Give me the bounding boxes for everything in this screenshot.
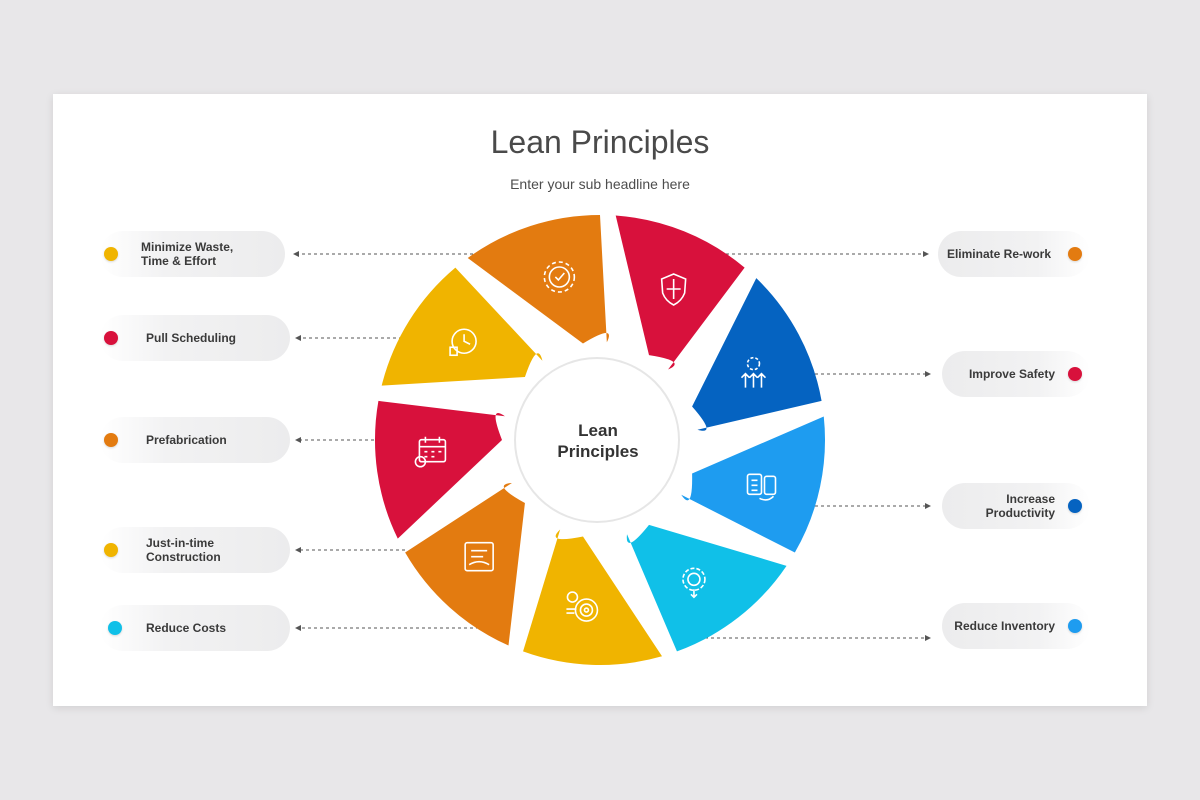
bullet-dot — [104, 543, 118, 557]
item-label: Prefabrication — [146, 433, 227, 447]
clock-icon — [449, 328, 477, 357]
wheel-segment — [626, 524, 787, 652]
page-subtitle: Enter your sub headline here — [510, 176, 690, 192]
calendar-icon — [414, 436, 447, 468]
connector-lines — [293, 251, 931, 641]
item-just-in-time: Just-in-time Construction — [100, 527, 290, 573]
productivity-gear-icon — [740, 356, 767, 388]
bullet-dot — [104, 247, 118, 261]
wheel-segment — [615, 215, 745, 370]
item-label: Improve Safety — [968, 367, 1055, 381]
item-label: Reduce Costs — [146, 621, 227, 635]
gear-down-icon — [682, 567, 706, 599]
center-label: Lean Principles — [557, 421, 639, 461]
bullet-dot — [1068, 499, 1082, 513]
wheel-segment — [374, 400, 505, 539]
contract-icon — [464, 541, 494, 572]
bullet-dot — [104, 433, 118, 447]
wheel-segment — [467, 215, 609, 344]
item-reduce-inventory: Reduce Inventory — [942, 603, 1090, 649]
item-increase-productivity: Increase Productivity — [942, 483, 1090, 529]
item-label: Increase Productivity — [985, 492, 1055, 520]
item-reduce-costs: Reduce Costs — [100, 605, 290, 651]
item-label: Minimize Waste, Time & Effort — [141, 240, 234, 268]
bullet-dot — [1068, 619, 1082, 633]
bullet-dot — [1068, 247, 1082, 261]
item-prefabrication: Prefabrication — [100, 417, 290, 463]
bullet-dot — [1068, 367, 1082, 381]
item-label: Just-in-time Construction — [146, 536, 221, 564]
wheel-segment — [381, 267, 543, 386]
page-title: Lean Principles — [490, 124, 710, 160]
wheel-segment — [681, 416, 825, 553]
item-minimize-waste: Minimize Waste, Time & Effort — [100, 231, 285, 277]
bullet-dot — [108, 621, 122, 635]
shield-icon — [660, 273, 687, 306]
item-label: Eliminate Re-work — [946, 247, 1051, 261]
gear-check-icon — [543, 261, 576, 293]
wheel-segment — [692, 278, 822, 431]
wheel-segment — [523, 529, 663, 665]
target-icon — [566, 591, 599, 622]
segment-icons — [414, 261, 777, 622]
bullet-dot — [104, 331, 118, 345]
item-label: Pull Scheduling — [146, 331, 237, 345]
center-circle — [514, 357, 680, 523]
item-eliminate-rework: Eliminate Re-work — [938, 231, 1090, 277]
item-pull-scheduling: Pull Scheduling — [100, 315, 290, 361]
item-improve-safety: Improve Safety — [942, 351, 1090, 397]
item-label: Reduce Inventory — [954, 619, 1055, 633]
checklist-icon — [746, 473, 777, 501]
